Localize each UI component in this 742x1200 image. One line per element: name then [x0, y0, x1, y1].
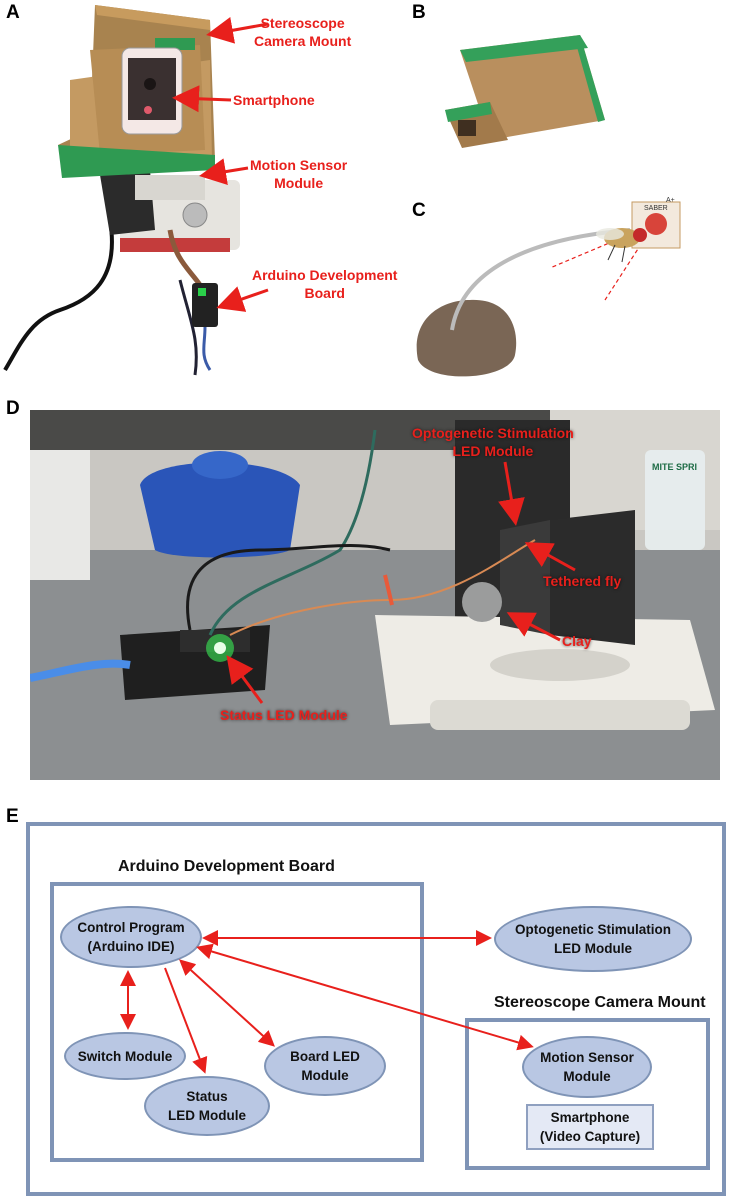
- panel-e-outer-frame: [26, 822, 726, 1196]
- label-motion-sensor-module: Motion Sensor Module: [250, 157, 348, 191]
- panel-label-e: E: [6, 806, 19, 827]
- panel-a-photo: [0, 0, 410, 380]
- label-optogenetic-led-module: Optogenetic Stimulation LED Module: [412, 425, 574, 459]
- label-status-led-module: Status LED Module: [220, 707, 348, 723]
- node-smartphone: Smartphone (Video Capture): [526, 1104, 654, 1150]
- panel-label-c: C: [412, 200, 426, 221]
- panel-c-illustration: SABER A+: [400, 190, 700, 385]
- panel-d-photo: MITE SPRI: [30, 410, 720, 780]
- label-arduino-board: Arduino Development Board: [252, 267, 398, 301]
- label-smartphone: Smartphone: [233, 92, 315, 108]
- panel-b-photo: [430, 20, 620, 160]
- bottle-label-text: MITE SPRI: [652, 462, 697, 472]
- node-motion-sensor-module: Motion Sensor Module: [522, 1036, 652, 1098]
- panel-label-d: D: [6, 398, 20, 419]
- chip-text-aplus: A+: [666, 197, 675, 204]
- chip-text-saber: SABER: [644, 205, 668, 212]
- camera-mount-box: [465, 1018, 710, 1170]
- node-status-led-module: Status LED Module: [144, 1076, 270, 1136]
- node-switch-module: Switch Module: [64, 1032, 186, 1080]
- node-board-led-module: Board LED Module: [264, 1036, 386, 1096]
- node-optogenetic-led-module: Optogenetic Stimulation LED Module: [494, 906, 692, 972]
- arduino-board-box-title: Arduino Development Board: [118, 858, 335, 875]
- node-control-program: Control Program (Arduino IDE): [60, 906, 202, 968]
- panel-label-a: A: [6, 2, 20, 23]
- label-tethered-fly: Tethered fly: [543, 573, 622, 589]
- camera-mount-box-title: Stereoscope Camera Mount: [494, 994, 706, 1011]
- label-clay: Clay: [562, 633, 592, 649]
- panel-label-b: B: [412, 2, 426, 23]
- label-stereoscope-camera-mount: Stereoscope Camera Mount: [254, 15, 352, 49]
